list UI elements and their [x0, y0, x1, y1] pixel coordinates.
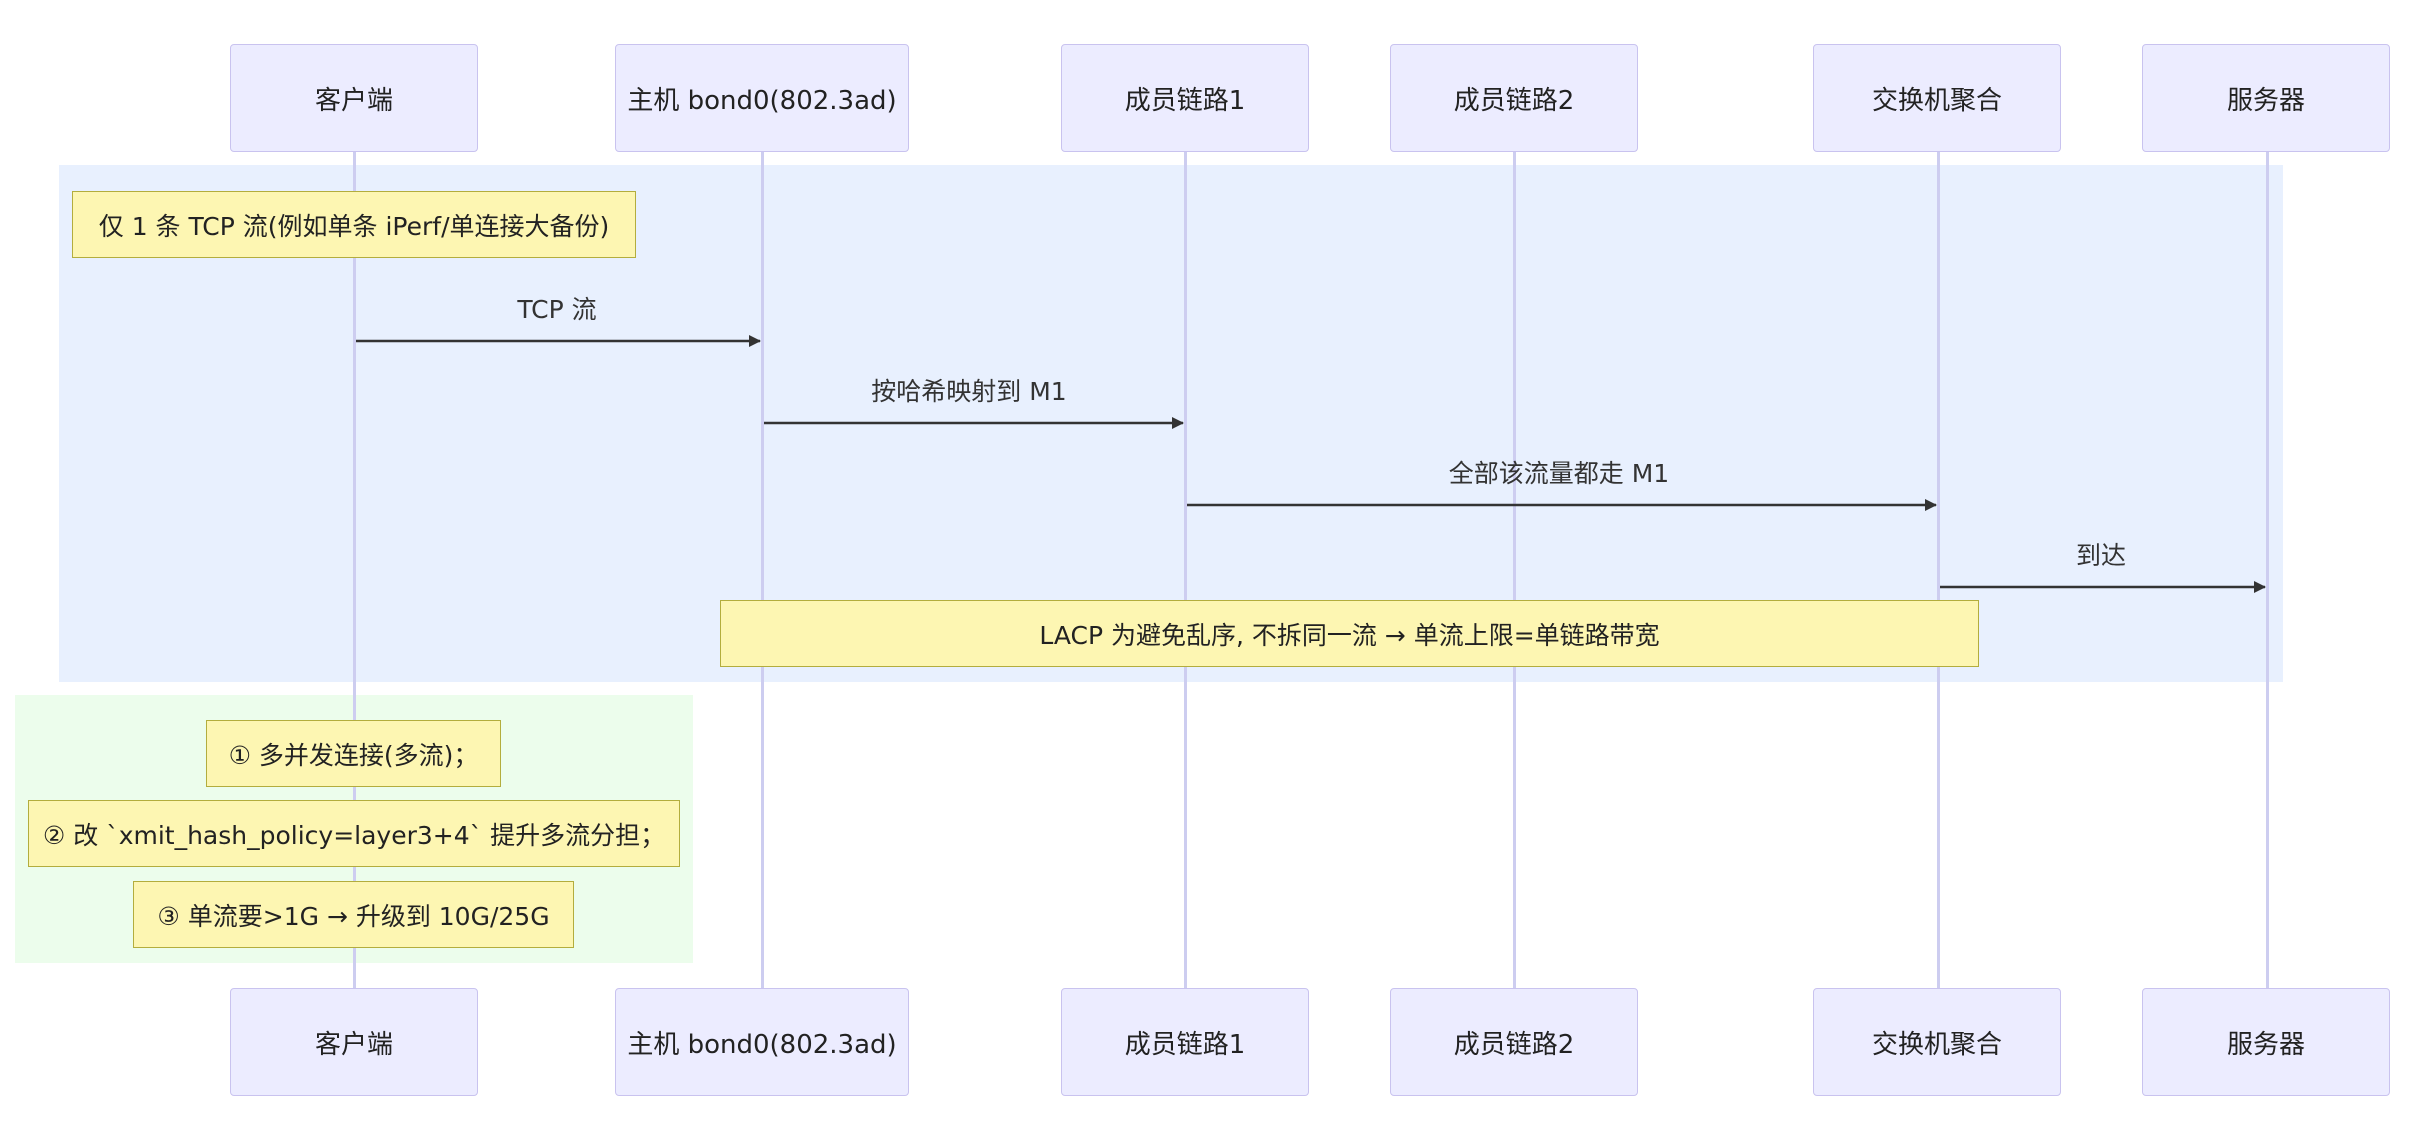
actor-switch-top: 交换机聚合	[1813, 44, 2061, 152]
lifeline-switch	[1937, 151, 1940, 991]
lifeline-m1	[1184, 151, 1187, 991]
note-single-flow: 仅 1 条 TCP 流(例如单条 iPerf/单连接大备份)	[72, 191, 636, 258]
actor-m2-bottom: 成员链路2	[1390, 988, 1638, 1096]
actor-m2-top: 成员链路2	[1390, 44, 1638, 152]
lifeline-m2	[1513, 151, 1516, 991]
note-lacp: LACP 为避免乱序, 不拆同一流 → 单流上限=单链路带宽	[720, 600, 1979, 667]
lifeline-server	[2266, 151, 2269, 991]
actor-host-top: 主机 bond0(802.3ad)	[615, 44, 909, 152]
note-tip-3: ③ 单流要>1G → 升级到 10G/25G	[133, 881, 574, 948]
actor-host-bottom: 主机 bond0(802.3ad)	[615, 988, 909, 1096]
actor-m1-bottom: 成员链路1	[1061, 988, 1309, 1096]
lifeline-host	[761, 151, 764, 991]
message-label-all-via-m1: 全部该流量都走 M1	[1448, 459, 1670, 488]
message-label-arrive: 到达	[2075, 541, 2127, 570]
actor-switch-bottom: 交换机聚合	[1813, 988, 2061, 1096]
actor-server-top: 服务器	[2142, 44, 2390, 152]
actor-client-top: 客户端	[230, 44, 478, 152]
note-tip-2: ② 改 `xmit_hash_policy=layer3+4` 提升多流分担；	[28, 800, 680, 867]
message-label-hash-to-m1: 按哈希映射到 M1	[871, 377, 1067, 406]
message-label-tcp-flow: TCP 流	[517, 295, 597, 324]
actor-m1-top: 成员链路1	[1061, 44, 1309, 152]
actor-client-bottom: 客户端	[230, 988, 478, 1096]
lifeline-client	[353, 151, 356, 991]
actor-server-bottom: 服务器	[2142, 988, 2390, 1096]
note-tip-1: ① 多并发连接(多流)；	[206, 720, 501, 787]
